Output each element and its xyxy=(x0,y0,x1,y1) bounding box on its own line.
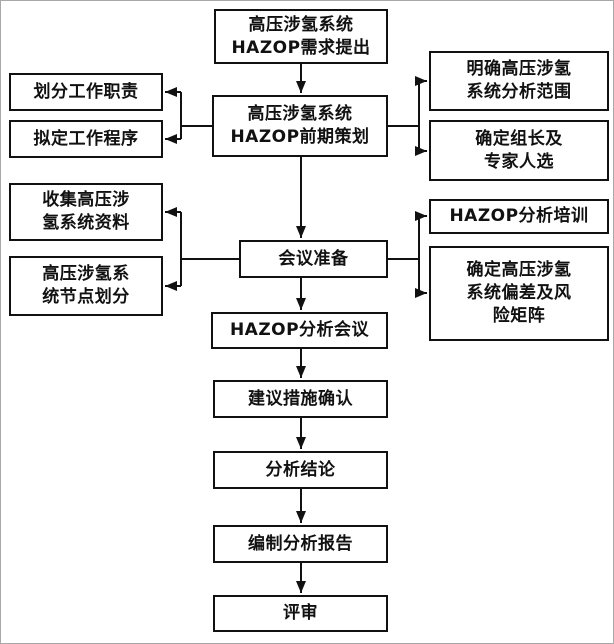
flow-box-collect-data: 收集高压涉 氢系统资料 xyxy=(9,183,163,241)
flow-box-deviation-risk-matrix-label: 确定高压涉氢 系统偏差及风 险矩阵 xyxy=(466,260,572,326)
flow-box-meeting-preparation-label: 会议准备 xyxy=(278,248,349,269)
flow-box-measures-confirmation-label: 建议措施确认 xyxy=(248,388,353,409)
flow-box-report-label: 编制分析报告 xyxy=(248,533,353,554)
flow-box-analysis-meeting: HAZOP分析会议 xyxy=(211,312,388,349)
flow-box-meeting-preparation: 会议准备 xyxy=(239,240,388,278)
branch-plan-right xyxy=(388,76,427,156)
flow-box-training-label: HAZOP分析培训 xyxy=(449,206,589,227)
flow-box-review: 评审 xyxy=(213,595,388,632)
flow-box-procedures-label: 拟定工作程序 xyxy=(33,128,139,149)
flow-box-procedures: 拟定工作程序 xyxy=(9,120,163,158)
flow-box-requirement-label: 高压涉氢系统 HAZOP需求提出 xyxy=(231,14,371,58)
flow-box-analysis-meeting-label: HAZOP分析会议 xyxy=(229,320,370,341)
branch-plan-left xyxy=(165,87,212,144)
flow-box-conclusion-label: 分析结论 xyxy=(265,459,336,480)
flow-box-duties: 划分工作职责 xyxy=(9,73,163,111)
flow-box-measures-confirmation: 建议措施确认 xyxy=(213,380,388,418)
flow-box-collect-data-label: 收集高压涉 氢系统资料 xyxy=(42,190,130,233)
flow-box-requirement: 高压涉氢系统 HAZOP需求提出 xyxy=(214,9,388,64)
flow-box-node-division-label: 高压涉氢系 统节点划分 xyxy=(42,264,130,307)
flow-box-review-label: 评审 xyxy=(283,603,318,624)
flow-box-planning-label: 高压涉氢系统 HAZOP前期策划 xyxy=(230,104,370,147)
flow-box-node-division: 高压涉氢系 统节点划分 xyxy=(9,256,163,316)
flow-box-analysis-scope: 明确高压涉氢 系统分析范围 xyxy=(429,51,609,111)
flow-box-leader-experts-label: 确定组长及 专家人选 xyxy=(475,128,563,172)
branch-prep-left xyxy=(165,207,239,291)
flow-box-duties-label: 划分工作职责 xyxy=(33,81,139,102)
flow-box-training: HAZOP分析培训 xyxy=(429,199,609,234)
branch-prep-right xyxy=(388,211,427,298)
flow-box-analysis-scope-label: 明确高压涉氢 系统分析范围 xyxy=(466,59,572,102)
flow-box-report: 编制分析报告 xyxy=(213,525,388,563)
flow-box-leader-experts: 确定组长及 专家人选 xyxy=(429,120,609,181)
flow-box-deviation-risk-matrix: 确定高压涉氢 系统偏差及风 险矩阵 xyxy=(429,246,609,341)
flow-box-planning: 高压涉氢系统 HAZOP前期策划 xyxy=(212,95,388,157)
flow-box-conclusion: 分析结论 xyxy=(213,451,388,489)
